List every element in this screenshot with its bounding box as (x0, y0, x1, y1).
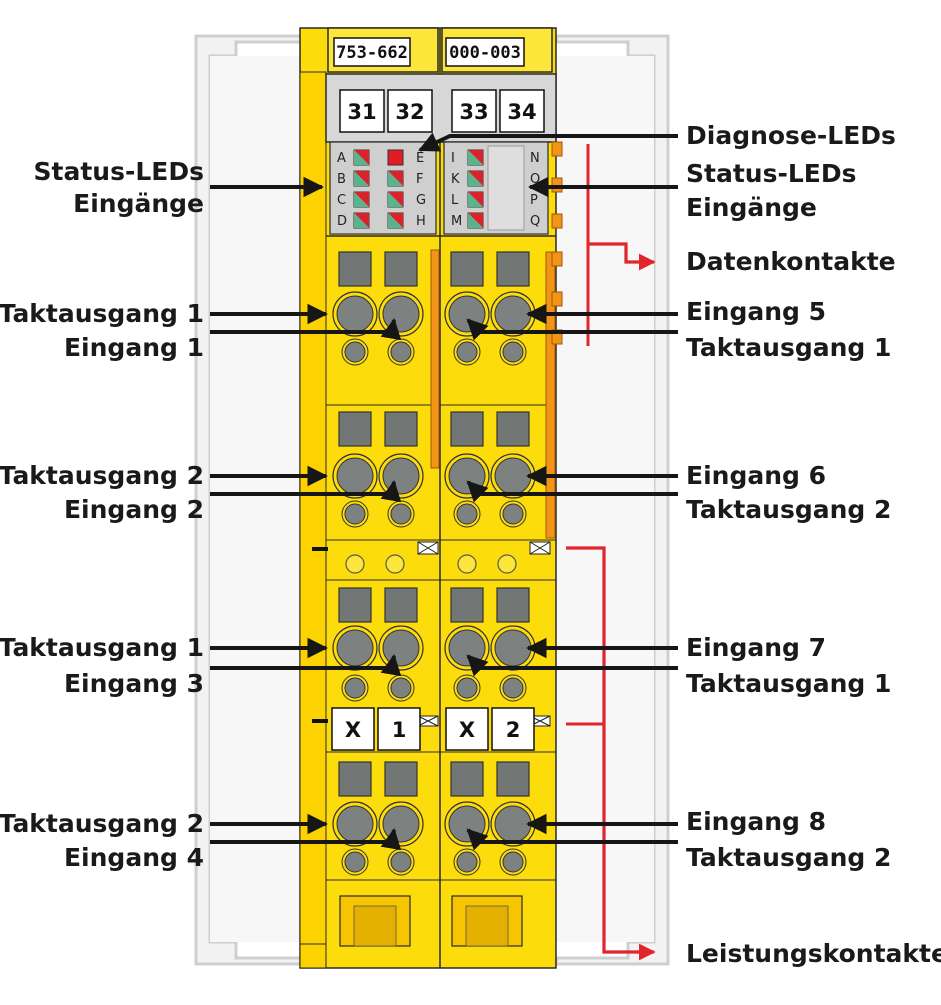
diagnose-led (387, 149, 404, 166)
arrow-left-2 (210, 317, 402, 341)
led-letter-g: G (416, 193, 426, 208)
label-clock-out-1a-right: Taktausgang 1 (686, 333, 891, 362)
label-status-leds-right: Status-LEDs (686, 159, 856, 188)
led-letter-e: E (416, 151, 424, 166)
terminal-34: 34 (507, 100, 536, 124)
arrow-left-6 (210, 653, 402, 677)
led-letter-k: K (451, 172, 460, 187)
label-data-contacts: Datenkontakte (686, 247, 896, 276)
led-letter-p: P (530, 193, 538, 208)
status-led (387, 212, 404, 229)
label-status-leds-right-inputs: Eingänge (686, 193, 817, 222)
label-input-2: Eingang 2 (64, 495, 204, 524)
status-led (353, 170, 370, 187)
status-led (467, 191, 484, 208)
label-status-leds-left-inputs: Eingänge (73, 189, 204, 218)
status-led (467, 170, 484, 187)
left-labels: Status-LEDs Eingänge Taktausgang 1 Einga… (0, 157, 204, 872)
led-letter-b: B (337, 172, 346, 187)
arrow-right-8 (466, 828, 678, 851)
label-input-1: Eingang 1 (64, 333, 204, 362)
led-array (353, 149, 484, 229)
label-clock-out-2a-right: Taktausgang 2 (686, 495, 891, 524)
label-clock-out-2a-left: Taktausgang 2 (0, 461, 204, 490)
led-letter-l: L (451, 193, 459, 208)
led-letter-f: F (416, 172, 423, 187)
label-input-5: Eingang 5 (686, 297, 826, 326)
status-led (467, 149, 484, 166)
arrow-left-4 (210, 479, 402, 503)
arrow-diagnose-leds (418, 132, 678, 152)
terminal-31: 31 (347, 100, 376, 124)
led-letter-c: C (337, 193, 346, 208)
led-letter-n: N (530, 151, 540, 166)
spring-clamp-terminal (378, 411, 424, 528)
order-number-labels: 753-662 000-003 (333, 37, 525, 67)
marker-x-right: X (459, 718, 475, 742)
status-led (387, 191, 404, 208)
spring-clamp-terminal (490, 411, 536, 528)
right-labels: Diagnose-LEDs Status-LEDs Eingänge Daten… (686, 121, 941, 968)
led-letter-o: O (530, 172, 540, 187)
spring-clamp-terminal (332, 411, 378, 528)
label-clock-out-1b-left: Taktausgang 1 (0, 633, 204, 662)
led-letter-q: Q (530, 214, 540, 229)
label-clock-out-2b-right: Taktausgang 2 (686, 843, 891, 872)
status-led (353, 212, 370, 229)
label-input-6: Eingang 6 (686, 461, 826, 490)
led-letter-h: H (416, 214, 426, 229)
spring-clamp-terminal (378, 761, 424, 876)
spring-clamp-terminal (444, 251, 490, 366)
label-clock-out-2b-left: Taktausgang 2 (0, 809, 204, 838)
terminal-33: 33 (459, 100, 488, 124)
label-diagnose-leds: Diagnose-LEDs (686, 121, 896, 150)
marker-labels: X 1 X 2 (331, 707, 535, 751)
spring-clamp-terminal (378, 587, 424, 702)
pointer-arrows (210, 132, 678, 851)
status-led (353, 149, 370, 166)
led-letter-m: M (451, 214, 462, 229)
led-letter-i: I (451, 151, 455, 166)
status-led (387, 170, 404, 187)
spring-clamp-terminal (490, 587, 536, 702)
spring-clamp-terminal (490, 761, 536, 876)
label-clock-out-1a-left: Taktausgang 1 (0, 299, 204, 328)
marker-2: 2 (506, 718, 521, 742)
spring-clamp-terminal (378, 251, 424, 366)
label-input-8: Eingang 8 (686, 807, 826, 836)
label-power-contacts: Leistungskontakte (686, 939, 941, 968)
terminal-numbers: 31 32 33 34 (339, 89, 545, 133)
label-input-3: Eingang 3 (64, 669, 204, 698)
led-letter-d: D (337, 214, 347, 229)
order-suffix: 000-003 (449, 43, 521, 63)
status-led (353, 191, 370, 208)
label-input-7: Eingang 7 (686, 633, 826, 662)
jumper-row (312, 541, 551, 727)
label-status-leds-left: Status-LEDs (34, 157, 204, 186)
led-letter-a: A (337, 151, 346, 166)
status-led (467, 212, 484, 229)
arrow-right-6 (466, 654, 678, 677)
order-number: 753-662 (336, 43, 408, 63)
label-clock-out-1b-right: Taktausgang 1 (686, 669, 891, 698)
marker-1: 1 (392, 718, 407, 742)
terminal-32: 32 (395, 100, 424, 124)
marker-x-left: X (345, 718, 361, 742)
spring-clamp-terminal (332, 761, 378, 876)
arrow-right-4 (466, 480, 678, 503)
label-input-4: Eingang 4 (64, 843, 204, 872)
arrow-left-8 (210, 827, 402, 851)
arrow-right-2 (466, 318, 678, 341)
